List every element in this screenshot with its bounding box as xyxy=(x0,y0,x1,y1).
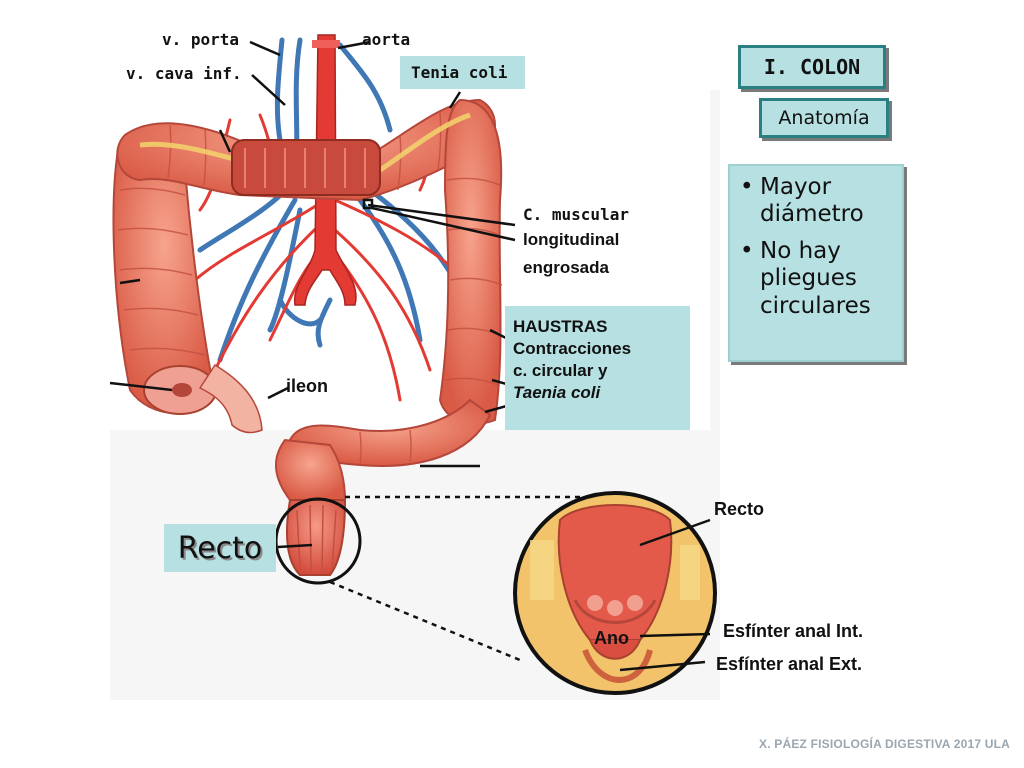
rectum-magnifier xyxy=(274,497,362,585)
leader-lines xyxy=(109,40,711,672)
haustra-lines xyxy=(117,111,503,466)
label-ileon: ileon xyxy=(286,376,329,396)
haustras-line-4: Taenia coli xyxy=(513,383,601,403)
haustras-line-3: c. circular y xyxy=(513,361,608,381)
bullet-list: Mayor diámetro No hay pliegues circulare… xyxy=(740,174,896,320)
subtitle-box: Anatomía xyxy=(759,98,889,138)
tenia-coli-box: Tenia coli xyxy=(400,56,525,89)
label-c-muscular-2: longitudinal xyxy=(523,230,620,249)
haustras-box: HAUSTRAS Contracciones c. circular y Tae… xyxy=(505,306,690,430)
label-recto-big: Recto xyxy=(177,530,263,566)
haustras-line-1: HAUSTRAS xyxy=(513,317,608,336)
label-ano: Ano xyxy=(594,628,629,648)
label-v-porta: v. porta xyxy=(162,30,240,49)
recto-label-box: Recto xyxy=(164,524,276,572)
label-tenia-coli: Tenia coli xyxy=(411,63,508,82)
haustras-line-2: Contracciones xyxy=(513,339,632,359)
bullet-item: No hay pliegues circulares xyxy=(740,238,896,319)
colon xyxy=(112,98,503,501)
rectum xyxy=(286,499,347,576)
label-c-muscular-1: C. muscular xyxy=(523,205,629,224)
bullet-item: Mayor diámetro xyxy=(740,174,896,228)
footer-credit: X. PÁEZ FISIOLOGÍA DIGESTIVA 2017 ULA xyxy=(759,737,1010,751)
page-subtitle: Anatomía xyxy=(778,107,870,129)
title-box: I. COLON xyxy=(738,45,886,89)
page-title: I. COLON xyxy=(763,55,861,79)
bullets-box: Mayor diámetro No hay pliegues circulare… xyxy=(728,164,904,362)
rectum-detail-inset xyxy=(513,491,717,695)
label-recto-small: Recto xyxy=(714,499,765,519)
label-aorta: aorta xyxy=(362,30,411,49)
label-v-cava-inf: v. cava inf. xyxy=(126,64,242,83)
label-esfinter-ext: Esfínter anal Ext. xyxy=(716,654,863,674)
label-esfinter-int: Esfínter anal Int. xyxy=(723,621,864,641)
label-c-muscular-3: engrosada xyxy=(523,258,609,277)
ileum xyxy=(198,363,263,434)
